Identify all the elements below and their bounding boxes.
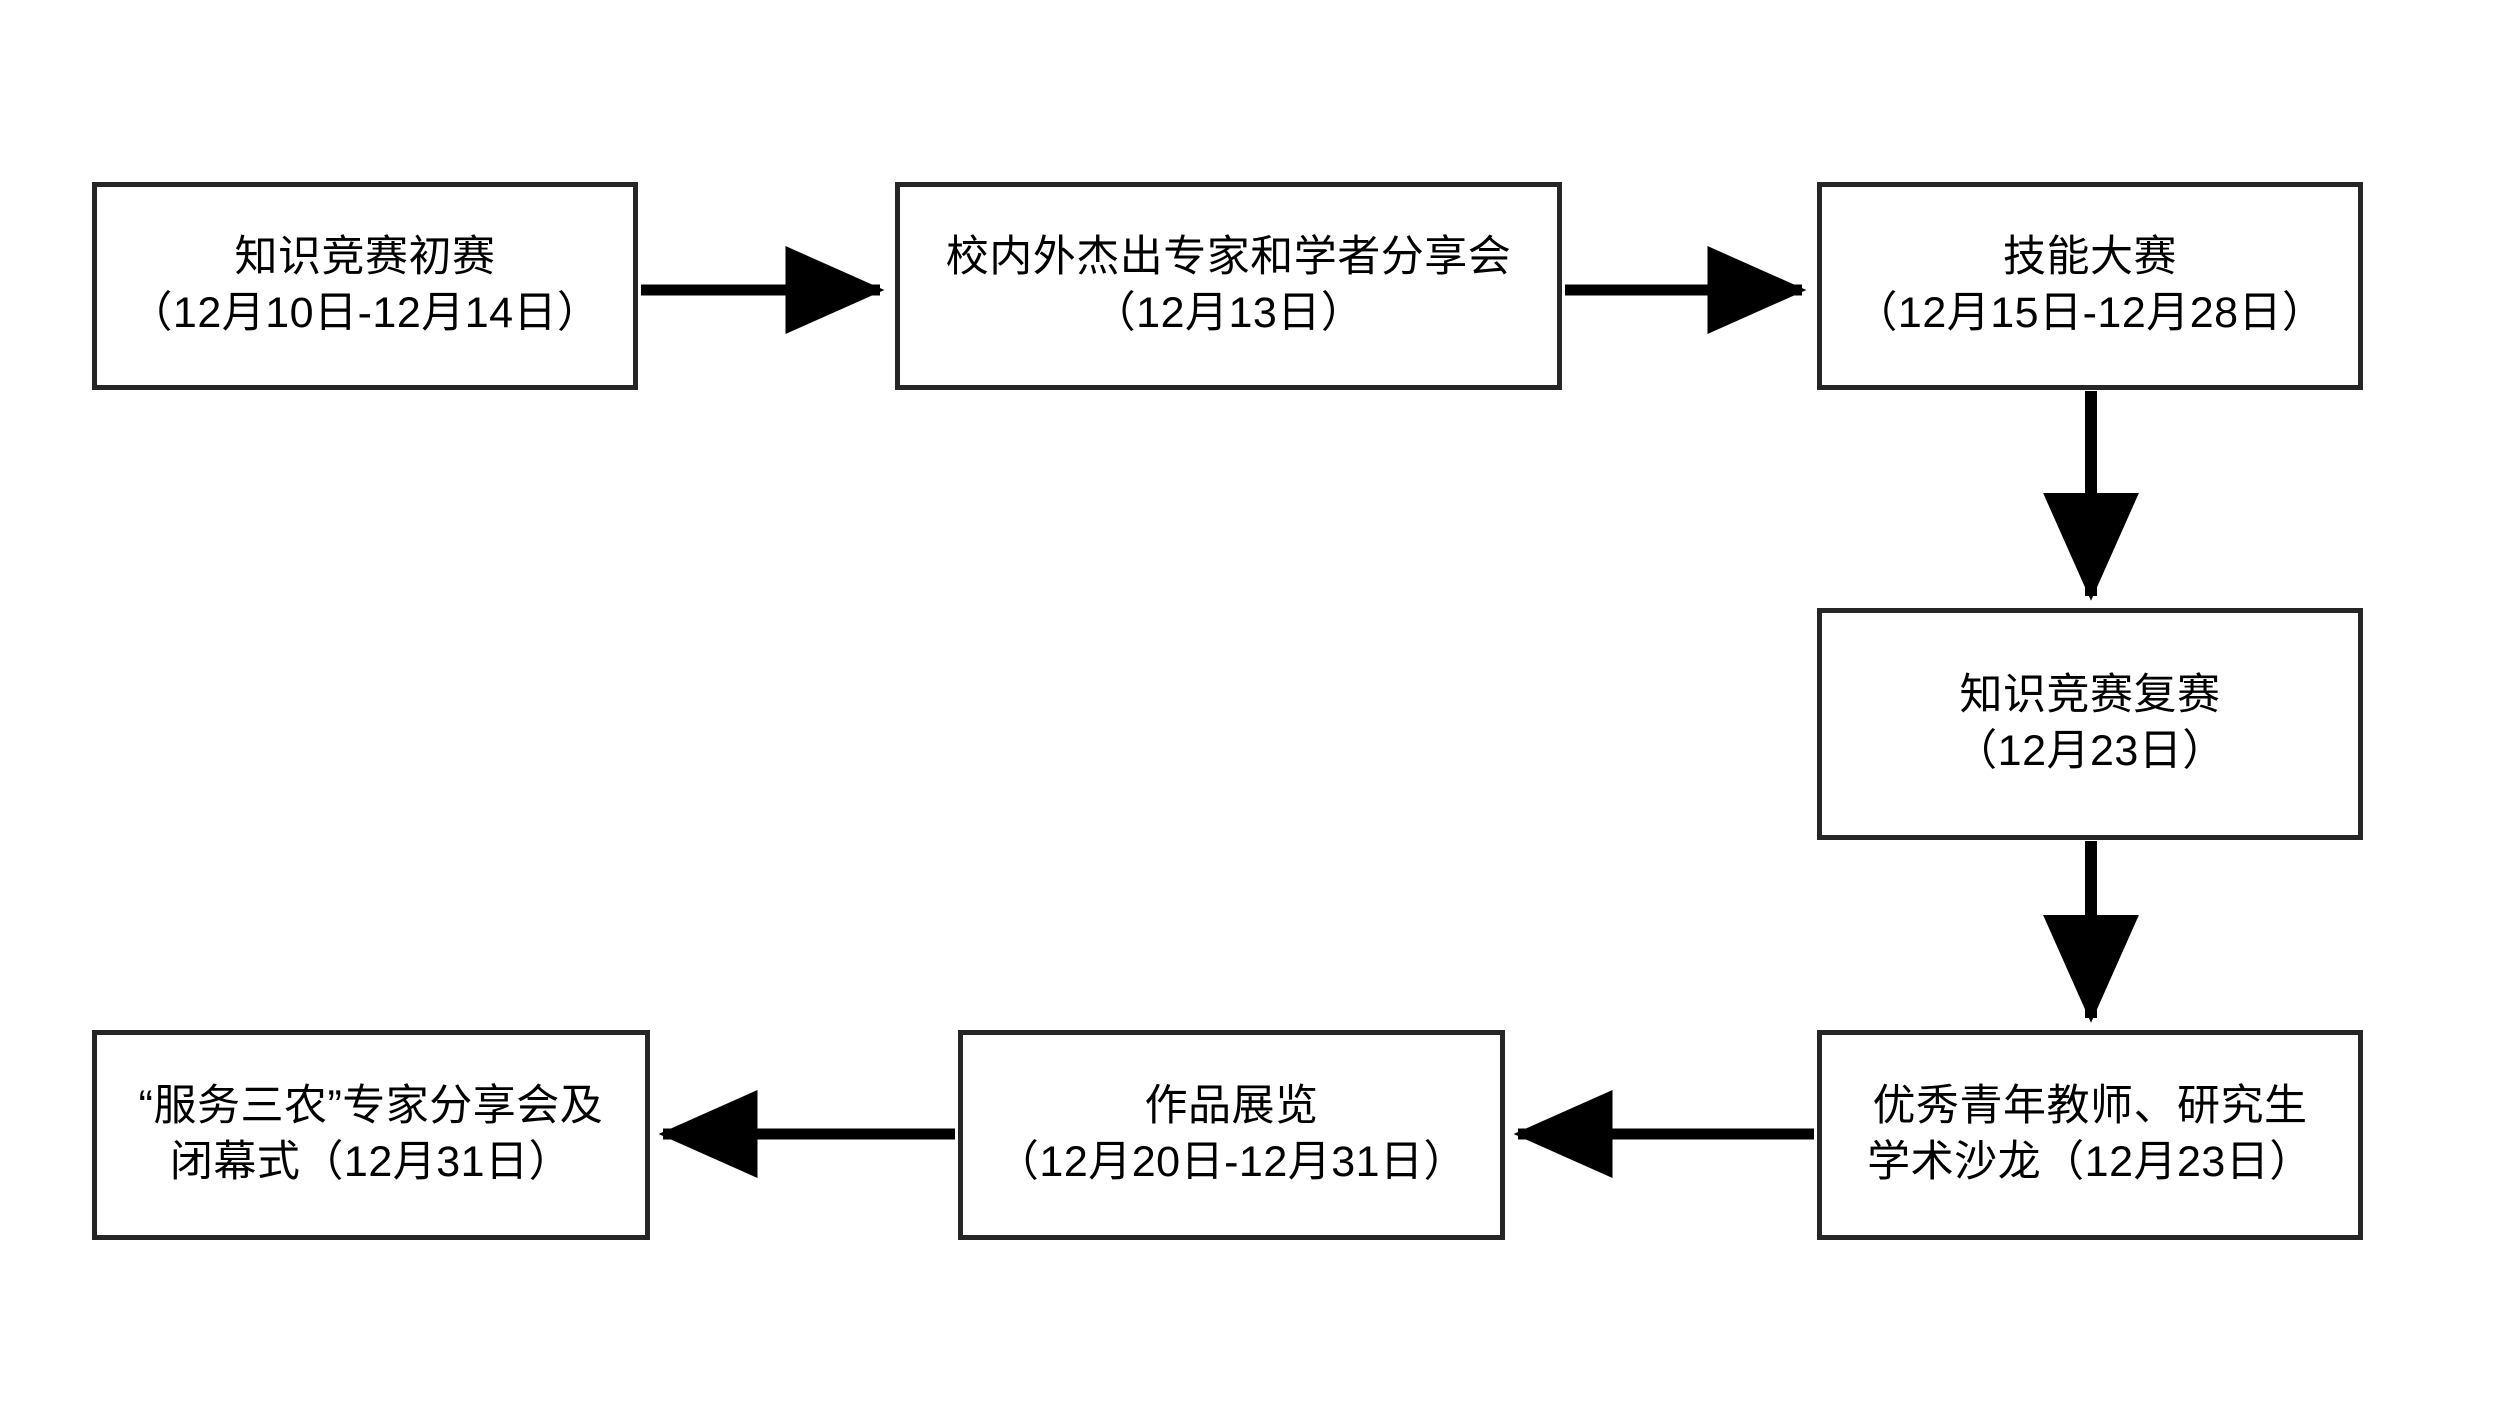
node-knowledge-contest-final[interactable]: 知识竞赛复赛 （12月23日） — [1817, 608, 2363, 840]
node-label: “服务三农”专家分享会及 闭幕式（12月31日） — [138, 1082, 604, 1186]
node-label: 优秀青年教师、研究生 学术沙龙（12月23日） — [1867, 1082, 2313, 1186]
node-expert-scholar-sharing-session[interactable]: 校内外杰出专家和学者分享会 （12月13日） — [895, 182, 1562, 390]
node-label: 知识竞赛复赛 （12月23日） — [1954, 671, 2226, 775]
node-label: 校内外杰出专家和学者分享会 （12月13日） — [945, 233, 1512, 337]
node-knowledge-contest-preliminary[interactable]: 知识竞赛初赛 （12月10日-12月14日） — [92, 182, 638, 390]
node-serve-agriculture-sharing-and-closing[interactable]: “服务三农”专家分享会及 闭幕式（12月31日） — [92, 1030, 650, 1240]
node-academic-salon[interactable]: 优秀青年教师、研究生 学术沙龙（12月23日） — [1817, 1030, 2363, 1240]
node-skills-competition[interactable]: 技能大赛 （12月15日-12月28日） — [1817, 182, 2363, 390]
node-label: 技能大赛 （12月15日-12月28日） — [1854, 233, 2326, 337]
node-label: 作品展览 （12月20日-12月31日） — [995, 1082, 1468, 1186]
node-works-exhibition[interactable]: 作品展览 （12月20日-12月31日） — [958, 1030, 1505, 1240]
node-label: 知识竞赛初赛 （12月10日-12月14日） — [129, 233, 601, 337]
